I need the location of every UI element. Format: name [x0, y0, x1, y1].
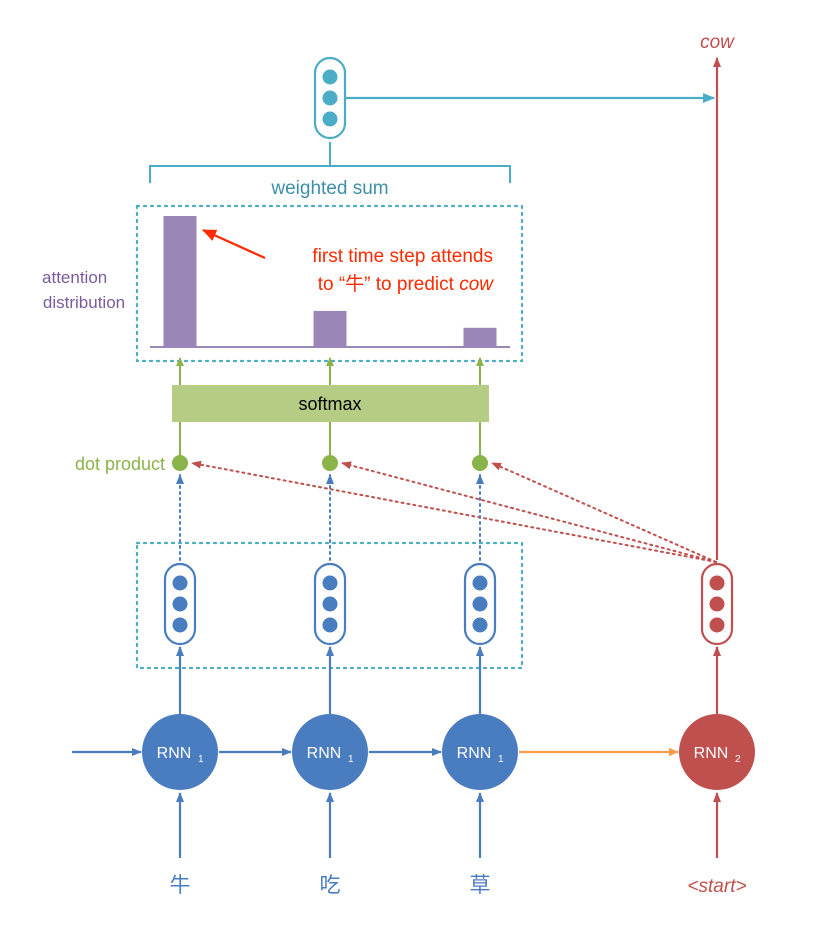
encoder-key-lines	[176, 474, 484, 561]
dot-product-node-1	[172, 455, 188, 471]
encoder-cell-subscript-1: 1	[198, 754, 204, 765]
attention-bars	[163, 216, 497, 346]
softmax-output-arrows	[176, 357, 484, 385]
score-lines	[179, 422, 481, 455]
dot-product-node-2	[322, 455, 338, 471]
input-token-1: 牛	[170, 874, 191, 897]
svg-text:RNN: RNN	[457, 745, 492, 762]
decoder-cell-subscript: 2	[735, 754, 741, 765]
annotation-arrow	[202, 228, 266, 260]
encoder-cell-subscript-3: 1	[498, 754, 504, 765]
attention-bar-1	[163, 216, 197, 346]
attention-distribution-box	[135, 204, 524, 363]
encoder-state-vector-2	[313, 562, 347, 646]
annotation-line2: to “牛” to predict cow	[318, 273, 495, 295]
encoder-cell-label-3: RNN	[457, 745, 492, 762]
decoder-rnn-cell: RNN 2	[679, 714, 755, 790]
softmax-label: softmax	[298, 394, 361, 414]
encoder-state-vector-3	[463, 562, 497, 646]
output-word: cow	[700, 32, 735, 53]
decoder-query-lines	[191, 460, 717, 563]
encoder-rnn-cell-3: RNN 1	[442, 714, 518, 790]
svg-text:RNN: RNN	[157, 745, 192, 762]
dot-product-node-3	[472, 455, 488, 471]
encoder-rnn-cell-2: RNN 1	[292, 714, 368, 790]
input-token-3: 草	[470, 874, 491, 897]
attention-label: attention distribution	[42, 268, 125, 312]
input-arrows	[176, 792, 721, 858]
annotation-line2-prefix: to “牛” to predict	[318, 273, 460, 295]
annotation-line1: first time step attends	[312, 246, 493, 267]
svg-text:RNN: RNN	[694, 745, 729, 762]
decoder-state-vector	[700, 562, 734, 646]
svg-text:RNN: RNN	[307, 745, 342, 762]
attention-output-vector	[313, 56, 347, 140]
encoder-rnn-cell-1: RNN 1	[142, 714, 218, 790]
encoder-cell-subscript-2: 1	[348, 754, 354, 765]
annotation-line2-italic: cow	[459, 274, 494, 295]
attention-label-line1: attention	[42, 268, 107, 287]
softmax-box	[172, 385, 489, 422]
dot-product-label: dot product	[75, 454, 165, 474]
start-token: <start>	[687, 876, 746, 897]
encoder-cell-label-2: RNN	[307, 745, 342, 762]
weighted-sum-bracket	[149, 142, 511, 183]
attention-bar-2	[313, 310, 347, 346]
encoder-cell-label-1: RNN	[157, 745, 192, 762]
encoder-state-vector-1	[163, 562, 197, 646]
attention-label-line2: distribution	[43, 293, 125, 312]
attention-bar-3	[463, 327, 497, 346]
weighted-sum-label: weighted sum	[270, 178, 388, 199]
input-token-2: 吃	[320, 874, 341, 897]
rnn-to-state-arrows	[176, 646, 721, 715]
decoder-cell-label: RNN	[694, 745, 729, 762]
